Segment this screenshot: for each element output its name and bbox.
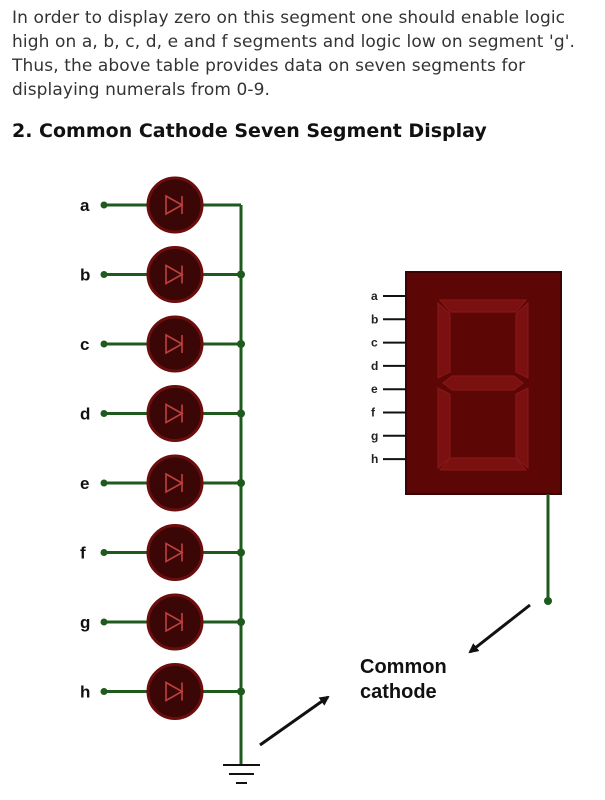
led-label-a: a [80, 196, 90, 215]
cathode-junction [544, 597, 552, 605]
diode-symbol-icon [165, 542, 184, 563]
led-label-f: f [80, 544, 86, 563]
pin-label-b: b [371, 312, 378, 326]
display-pin-g: g [371, 429, 406, 443]
pin-label-h: h [371, 452, 378, 466]
led-body [146, 524, 204, 581]
arrow-to-ground [259, 695, 330, 747]
led-label-b: b [80, 266, 90, 285]
display-pin-f: f [371, 406, 406, 420]
display-pin-a: a [371, 289, 406, 303]
segment-b [515, 301, 529, 379]
display-pin-b: b [371, 312, 406, 326]
display-pin-d: d [371, 359, 406, 373]
led-label-d: d [80, 405, 90, 424]
callout-cathode: cathode [360, 681, 437, 703]
led-body [146, 454, 204, 512]
pin-label-e: e [371, 382, 378, 396]
pin-label-g: g [371, 429, 378, 443]
led-label-c: c [80, 335, 89, 354]
pin-label-c: c [371, 336, 378, 350]
led-label-g: g [80, 613, 90, 632]
led-c: c [80, 315, 245, 373]
led-b: b [80, 246, 245, 303]
arrow-to-cathode [468, 603, 531, 654]
led-body [146, 663, 204, 720]
display-pin-h: h [371, 452, 406, 466]
pin-label-a: a [371, 289, 378, 303]
intro-paragraph: In order to display zero on this segment… [12, 8, 575, 100]
led-body [146, 593, 204, 651]
diode-symbol-icon [165, 264, 184, 285]
led-label-e: e [80, 474, 89, 493]
segment-c [515, 387, 529, 470]
led-g: g [80, 593, 245, 651]
segment-e [437, 387, 451, 470]
segment-a [438, 299, 528, 313]
diode-symbol-icon [165, 403, 184, 424]
led-f: f [80, 524, 245, 581]
callout-common: Common [360, 656, 447, 678]
led-a: a [80, 176, 241, 234]
led-body [146, 246, 204, 303]
display-pin-c: c [371, 336, 406, 350]
display-pin-e: e [371, 382, 406, 396]
diode-symbol-icon [165, 611, 184, 633]
led-e: e [80, 454, 245, 512]
segment-g [442, 375, 524, 391]
led-label-h: h [80, 683, 90, 702]
led-body [146, 315, 204, 373]
segment-d [438, 457, 528, 471]
pin-label-f: f [371, 406, 376, 420]
display-segments [437, 299, 529, 471]
section-heading: 2. Common Cathode Seven Segment Display [12, 120, 487, 142]
led-h: h [80, 663, 245, 720]
led-body [146, 176, 204, 234]
diode-symbol-icon [165, 472, 184, 494]
diode-symbol-icon [165, 681, 184, 702]
led-body [146, 385, 204, 442]
diode-symbol-icon [165, 333, 184, 355]
led-array: a b c d e f g h [80, 176, 245, 720]
diode-symbol-icon [165, 194, 184, 216]
segment-f [437, 301, 451, 379]
ground-symbol [223, 764, 260, 784]
led-d: d [80, 385, 245, 442]
pin-label-d: d [371, 359, 378, 373]
